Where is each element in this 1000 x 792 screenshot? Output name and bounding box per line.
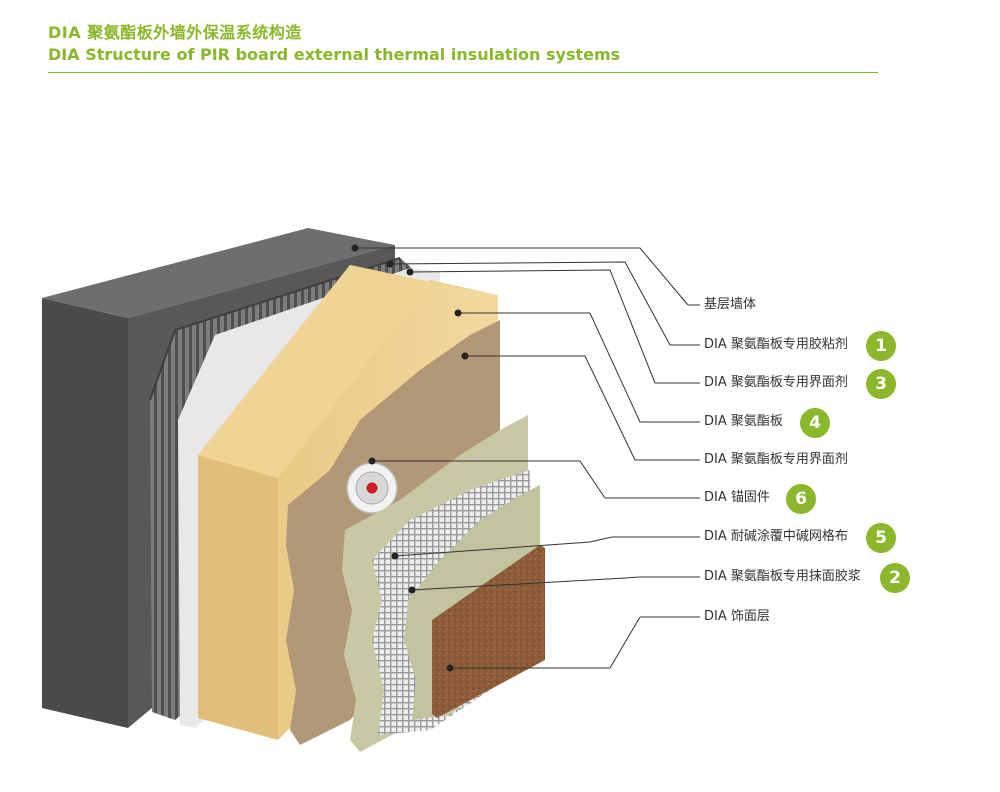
- leader-lines: [355, 247, 700, 669]
- label-anchor: DIA 锚固件: [704, 490, 770, 505]
- badge-4: 4: [800, 408, 830, 438]
- label-pir-board: DIA 聚氨酯板: [704, 414, 783, 429]
- label-interface-agent-1: DIA 聚氨酯板专用界面剂: [704, 375, 848, 390]
- title-underline: [48, 72, 878, 73]
- title-chinese: DIA 聚氨酯板外墙外保温系统构造: [48, 23, 302, 42]
- leader-dots: [351, 244, 469, 672]
- label-interface-agent-2: DIA 聚氨酯板专用界面剂: [704, 452, 848, 467]
- label-mesh: DIA 耐碱涂覆中碱网格布: [704, 529, 848, 544]
- badge-2: 2: [880, 563, 910, 593]
- label-mortar: DIA 聚氨酯板专用抹面胶浆: [704, 569, 861, 584]
- badge-5: 5: [866, 523, 896, 553]
- label-adhesive: DIA 聚氨酯板专用胶粘剂: [704, 337, 848, 352]
- label-finish: DIA 饰面层: [704, 609, 770, 624]
- badge-6: 6: [786, 484, 816, 514]
- title-english: DIA Structure of PIR board external ther…: [48, 45, 621, 64]
- badge-3: 3: [866, 369, 896, 399]
- label-base-wall: 基层墙体: [704, 297, 757, 312]
- header: DIA 聚氨酯板外墙外保温系统构造 DIA Structure of PIR b…: [48, 22, 620, 66]
- finish-layer: [432, 545, 545, 718]
- anchor-fixing: [346, 462, 398, 514]
- badge-1: 1: [866, 331, 896, 361]
